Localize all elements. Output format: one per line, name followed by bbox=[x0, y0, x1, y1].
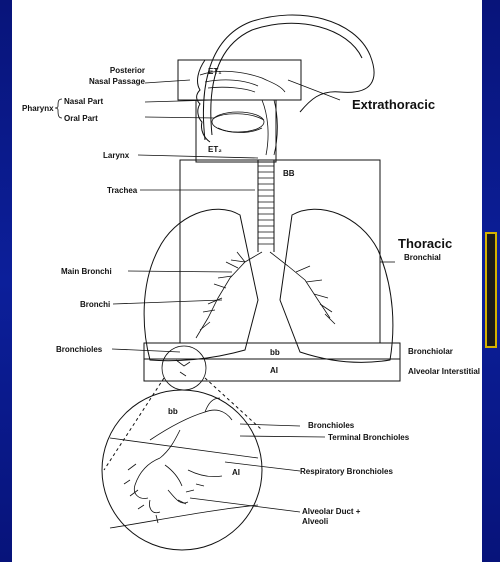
label-extrathoracic: Extrathoracic bbox=[352, 97, 435, 112]
label-ai-band: AI bbox=[270, 366, 278, 375]
bb-region-box bbox=[180, 160, 380, 343]
label-inset-alveolar-duct: Alveolar Duct + bbox=[302, 507, 361, 516]
right-lung bbox=[280, 209, 393, 362]
label-larynx: Larynx bbox=[103, 151, 130, 160]
label-bronchioles: Bronchioles bbox=[56, 345, 103, 354]
label-inset-alveoli: Alveoli bbox=[302, 517, 328, 526]
label-nasal-passage: Nasal Passage bbox=[89, 77, 146, 86]
et1-region-box bbox=[178, 60, 301, 100]
label-nasal-part: Nasal Part bbox=[64, 97, 103, 106]
label-posterior: Posterior bbox=[110, 66, 145, 75]
trachea-rings bbox=[258, 166, 274, 244]
zoom-connector-right bbox=[205, 378, 262, 430]
magnifier-small-circle bbox=[162, 346, 206, 390]
left-lung bbox=[144, 209, 258, 360]
label-bronchiolar: Bronchiolar bbox=[408, 347, 453, 356]
label-main-bronchi: Main Bronchi bbox=[61, 267, 112, 276]
label-bronchi: Bronchi bbox=[80, 300, 110, 309]
label-trachea: Trachea bbox=[107, 186, 138, 195]
head-outline bbox=[203, 15, 374, 140]
label-bb-region: BB bbox=[283, 169, 295, 178]
label-pharynx: Pharynx bbox=[22, 104, 54, 113]
label-bb-band: bb bbox=[270, 348, 280, 357]
bronchial-tree bbox=[196, 252, 335, 338]
zoom-connector-left bbox=[104, 378, 164, 470]
inset-divider-line bbox=[110, 438, 258, 458]
label-inset-respiratory-bronchioles: Respiratory Bronchioles bbox=[300, 467, 393, 476]
label-inset-bronchioles: Bronchioles bbox=[308, 421, 355, 430]
leader-lines bbox=[112, 80, 395, 512]
label-inset-terminal-bronchioles: Terminal Bronchioles bbox=[328, 433, 410, 442]
label-bronchial: Bronchial bbox=[404, 253, 441, 262]
label-oral-part: Oral Part bbox=[64, 114, 98, 123]
head-inner-outline bbox=[211, 23, 362, 135]
label-inset-ai: AI bbox=[232, 468, 240, 477]
label-alveolar-interstitial: Alveolar Interstitial bbox=[408, 367, 480, 376]
label-et2: ET₂ bbox=[208, 145, 222, 154]
label-thoracic: Thoracic bbox=[398, 236, 452, 251]
label-inset-bb: bb bbox=[168, 407, 178, 416]
pharynx-wall bbox=[262, 100, 268, 155]
pharynx-brace bbox=[55, 99, 62, 118]
inset-airways bbox=[124, 398, 232, 523]
label-et1: ET₁ bbox=[208, 67, 222, 76]
